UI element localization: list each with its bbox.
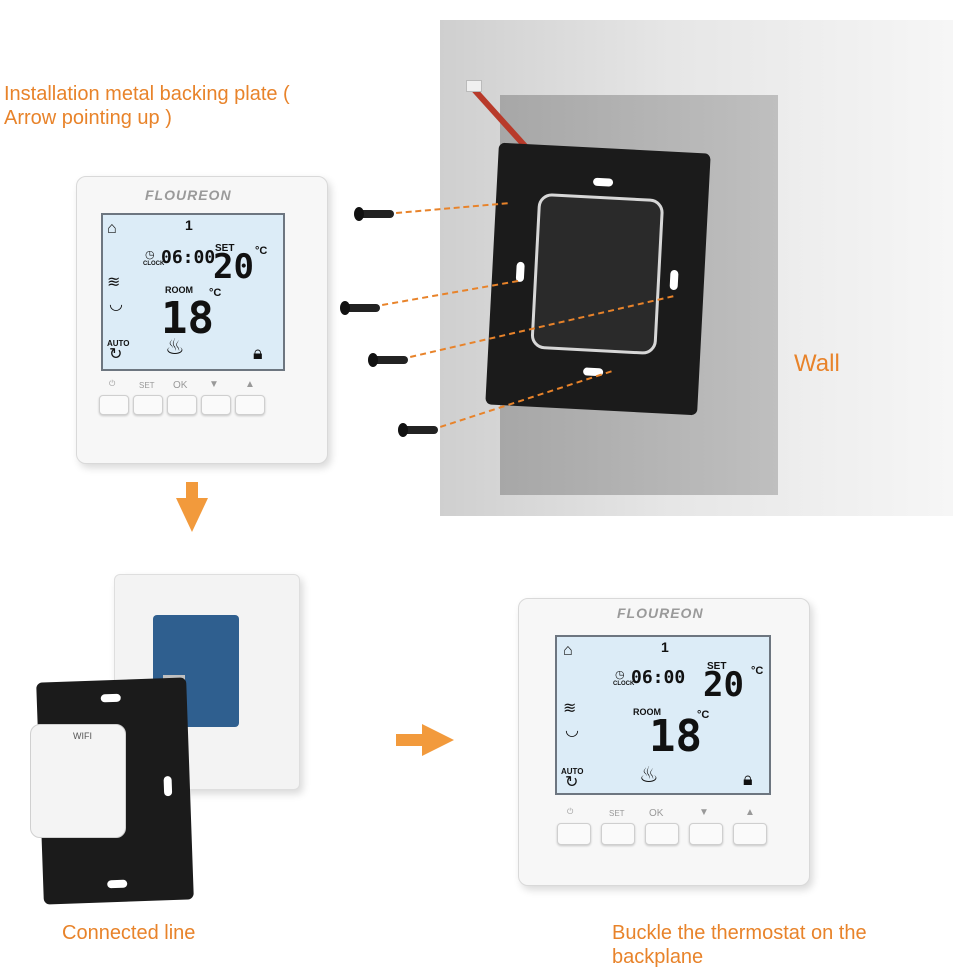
lcd-display: 1 ⌂ ≋ ◡ ◷ CLOCK 06:00 SET 20 °C ROOM °C …	[555, 635, 771, 795]
down-arrow-icon: ▼	[209, 379, 219, 390]
caption-wall: Wall	[794, 350, 840, 377]
wifi-icon: ◡	[109, 296, 123, 313]
auto-label: AUTO	[107, 339, 130, 348]
thermostat-mounted: FLOUREON 1 ⌂ ≋ ◡ ◷ CLOCK 06:00 SET 20 °C…	[518, 598, 810, 886]
up-button[interactable]	[733, 823, 767, 845]
screw	[354, 207, 394, 221]
down-button[interactable]	[689, 823, 723, 845]
set-unit: °C	[751, 665, 764, 677]
clock-icon: ◷	[145, 249, 155, 261]
heating-icon: ≋	[107, 274, 121, 291]
wire-connector	[466, 80, 482, 92]
room-temperature: 18	[161, 293, 214, 344]
down-arrow-icon: ▼	[699, 807, 709, 818]
power-icon: ⏻	[109, 379, 116, 388]
lock-icon: 🔒︎	[253, 343, 263, 363]
up-button[interactable]	[235, 395, 265, 415]
program-number: 1	[185, 217, 193, 233]
ok-button[interactable]	[167, 395, 197, 415]
plate-slot	[100, 693, 121, 703]
ok-button-label: OK	[173, 380, 188, 391]
set-button[interactable]	[133, 395, 163, 415]
arrow-down	[176, 482, 208, 532]
plate-slot	[107, 879, 128, 889]
room-label: ROOM	[165, 285, 193, 295]
set-label: SET	[215, 243, 235, 254]
screw	[398, 423, 438, 437]
arrow-right	[396, 724, 454, 756]
ok-button[interactable]	[645, 823, 679, 845]
lock-icon: 🔒︎	[743, 769, 753, 789]
relay-module: WIFI	[30, 724, 126, 838]
heating-icon: ≋	[563, 700, 577, 717]
power-icon: ⏻	[567, 807, 574, 816]
auto-mode-icon: ↻	[565, 774, 579, 791]
screw	[340, 301, 380, 315]
thermostat-front: FLOUREON 1 ⌂ ≋ ◡ ◷ CLOCK 06:00 SET 20 °C…	[76, 176, 328, 464]
set-temperature: 20	[213, 247, 254, 287]
room-unit: °C	[209, 287, 222, 299]
auto-mode-icon: ↻	[109, 346, 123, 363]
clock-time: 06:00	[631, 667, 686, 688]
auto-label: AUTO	[561, 767, 584, 776]
set-button-label: SET	[609, 809, 625, 818]
flame-icon: ♨	[165, 334, 185, 359]
ok-button-label: OK	[649, 808, 664, 819]
caption-connected-line: Connected line	[62, 922, 196, 944]
brand-logo: FLOUREON	[145, 187, 232, 203]
brand-logo: FLOUREON	[617, 605, 704, 621]
plate-slot	[669, 269, 679, 291]
up-arrow-icon: ▲	[245, 379, 255, 390]
set-label: SET	[707, 661, 727, 672]
relay-label: WIFI	[73, 731, 92, 741]
program-number: 1	[661, 639, 669, 655]
wifi-icon: ◡	[565, 722, 579, 739]
clock-time: 06:00	[161, 247, 216, 268]
set-button-label: SET	[139, 381, 155, 390]
room-temperature: 18	[649, 711, 702, 762]
power-button[interactable]	[557, 823, 591, 845]
flame-icon: ♨	[639, 762, 659, 787]
up-arrow-icon: ▲	[745, 807, 755, 818]
clock-label: CLOCK	[613, 681, 635, 687]
caption-backing-plate: Installation metal backing plate ( Arrow…	[4, 83, 290, 129]
lcd-display: 1 ⌂ ≋ ◡ ◷ CLOCK 06:00 SET 20 °C ROOM °C …	[101, 213, 285, 371]
set-button[interactable]	[601, 823, 635, 845]
home-icon: ⌂	[563, 642, 573, 659]
down-button[interactable]	[201, 395, 231, 415]
set-temperature: 20	[703, 665, 744, 705]
clock-icon: ◷	[615, 669, 625, 681]
set-unit: °C	[255, 245, 268, 257]
power-button[interactable]	[99, 395, 129, 415]
home-icon: ⌂	[107, 220, 117, 237]
screw	[368, 353, 408, 367]
caption-buckle: Buckle the thermostat on the backplane	[612, 922, 867, 968]
room-unit: °C	[697, 709, 710, 721]
plate-hub	[530, 192, 665, 356]
clock-label: CLOCK	[143, 261, 165, 267]
room-label: ROOM	[633, 707, 661, 717]
plate-slot	[592, 177, 614, 187]
plate-slot	[163, 776, 173, 797]
